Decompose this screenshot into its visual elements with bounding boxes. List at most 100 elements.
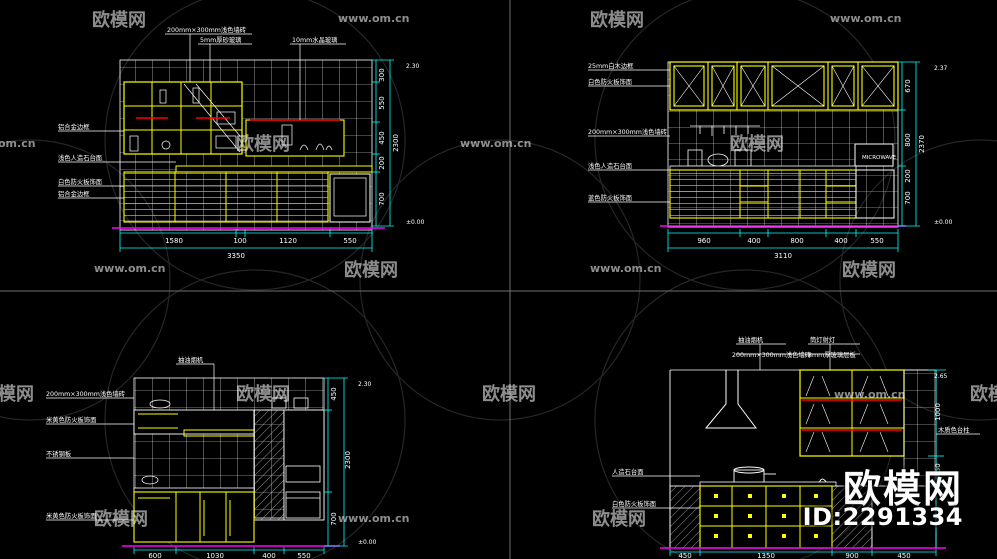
model-id-label: ID:2291334 <box>802 503 963 531</box>
note-blue-laminate: 蓝色防火板饰面 <box>588 193 632 202</box>
note-wall-tiles: 200mm×300mm浅色墙砖 <box>588 127 668 136</box>
note-wall-tiles: 200mm×300mm浅色墙砖 <box>167 25 247 34</box>
corner-brand-logo: 欧模网 <box>842 467 963 511</box>
watermark-brand-cut: 欧模网 <box>970 383 997 405</box>
dim-width: 550 <box>297 552 310 559</box>
dim-width: 1030 <box>206 552 224 559</box>
level-base: ±0.00 <box>934 219 953 226</box>
dim-width: 400 <box>262 552 275 559</box>
note-stone-countertop: 人造石台面 <box>612 467 643 476</box>
dim-width: 450 <box>897 552 910 559</box>
dim-height: 550 <box>378 96 386 109</box>
note-white-laminate: 白色防火板饰面 <box>58 177 102 186</box>
level-top: 2.65 <box>934 373 948 380</box>
watermark-brand: 欧模网 <box>590 9 644 31</box>
note-wood-frame: 25mm白木边框 <box>588 61 634 70</box>
note-crystal-glass: 10mm水晶玻璃 <box>292 35 337 44</box>
microwave <box>854 143 894 167</box>
watermark-site: www.om.cn <box>338 12 410 25</box>
microwave-label: MICROWAVE <box>862 155 897 161</box>
dim-width: 1580 <box>165 237 183 245</box>
note-wall-tiles: 200mm×300mm浅色墙砖 <box>46 389 126 398</box>
watermark-brand-cut: 模网 <box>0 383 34 405</box>
elevation-b: MICROWAVE <box>588 61 920 252</box>
dim-width: 960 <box>697 237 710 245</box>
range-hood <box>704 370 757 429</box>
watermark-site: www.om.cn <box>590 262 662 275</box>
note-aluminum-frame: 铝合金边框 <box>58 122 90 131</box>
dim-height: 1000 <box>934 403 942 421</box>
note-spotlights: 筒灯射灯 <box>810 335 836 344</box>
level-top: 2.30 <box>406 63 420 70</box>
watermark-brand: 欧模网 <box>730 133 784 155</box>
level-base: ±0.00 <box>358 539 377 546</box>
dim-height: 700 <box>378 192 386 205</box>
dim-height: 200 <box>378 156 386 169</box>
dim-width: 100 <box>233 237 246 245</box>
dim-height: 700 <box>330 512 338 525</box>
watermark-brand: 欧模网 <box>482 383 536 405</box>
dim-height: 670 <box>904 79 912 92</box>
note-wall-tiles: 200mm×300mm浅色墙砖 <box>732 350 812 359</box>
dim-width: 1350 <box>757 552 775 559</box>
dim-height: 200 <box>904 169 912 182</box>
dim-width: 400 <box>834 237 847 245</box>
dim-total-height: 2300 <box>392 134 400 152</box>
countertop-block <box>669 485 701 549</box>
note-glass-shelf: 8mm厚玻璃层板 <box>808 350 856 359</box>
dim-total-height: 2370 <box>918 135 926 153</box>
note-frosted-glass: 5mm厚砂玻璃 <box>200 35 241 44</box>
tall-cabinet <box>253 409 285 521</box>
dim-width: 400 <box>747 237 760 245</box>
watermark-site-cut: om.cn <box>0 137 36 150</box>
watermark-brand: 欧模网 <box>344 259 398 281</box>
base-cabinets <box>133 491 255 543</box>
dim-total-width: 3350 <box>227 252 245 260</box>
watermark-brand: 欧模网 <box>92 9 146 31</box>
note-white-laminate: 白色防火板饰面 <box>588 77 632 86</box>
elevation-d <box>612 343 980 556</box>
dim-height: 700 <box>904 191 912 204</box>
watermark-brand: 欧模网 <box>236 383 290 405</box>
note-beige-laminate: 米黄色防火板饰面 <box>46 415 96 424</box>
level-base: ±0.00 <box>406 219 425 226</box>
elevation-c <box>46 363 348 554</box>
dim-width: 550 <box>343 237 356 245</box>
note-white-laminate: 白色防火板饰面 <box>612 499 656 508</box>
watermark-site: www.om.cn <box>830 12 902 25</box>
dim-height: 800 <box>904 133 912 146</box>
level-top: 2.37 <box>934 65 948 72</box>
tall-cabinet-right <box>283 409 325 521</box>
watermark-brand: 欧模网 <box>94 508 148 530</box>
note-beige-laminate-2: 米黄色防火板饰面 <box>46 511 96 520</box>
note-wood-column: 木质色台柱 <box>938 425 970 434</box>
dim-height: 300 <box>378 68 386 81</box>
note-stone-countertop: 浅色人造石台面 <box>58 153 102 162</box>
dim-height: 450 <box>330 387 338 400</box>
level-top: 2.30 <box>358 381 372 388</box>
note-aluminum-frame-2: 铝合金边框 <box>58 189 90 198</box>
base-cabinets <box>669 169 857 219</box>
watermark-brand: 欧模网 <box>592 508 646 530</box>
watermark-site: www.om.cn <box>338 512 410 525</box>
dim-width: 550 <box>870 237 883 245</box>
watermark-brand: 欧模网 <box>236 133 290 155</box>
dim-total-height: 2300 <box>344 451 352 469</box>
dim-width: 800 <box>790 237 803 245</box>
note-range-hood: 抽油烟机 <box>738 335 764 344</box>
dim-width: 900 <box>845 552 858 559</box>
dim-width: 450 <box>678 552 691 559</box>
dim-height: 450 <box>378 131 386 144</box>
watermark-site: www.om.cn <box>94 262 166 275</box>
elevation-a <box>58 33 394 252</box>
watermark-site: www.om.cn <box>834 388 906 401</box>
note-stone-countertop: 浅色人造石台面 <box>588 161 632 170</box>
watermark-site: www.om.cn <box>460 137 532 150</box>
dim-width: 1120 <box>279 237 297 245</box>
dim-height: 850 <box>934 463 942 476</box>
note-stainless-steel: 不锈钢板 <box>46 449 72 458</box>
watermarks: 欧模网 欧模网 欧模网 欧模网 欧模网 欧模网 欧模网 欧模网 欧模网 欧模网 … <box>0 9 997 530</box>
